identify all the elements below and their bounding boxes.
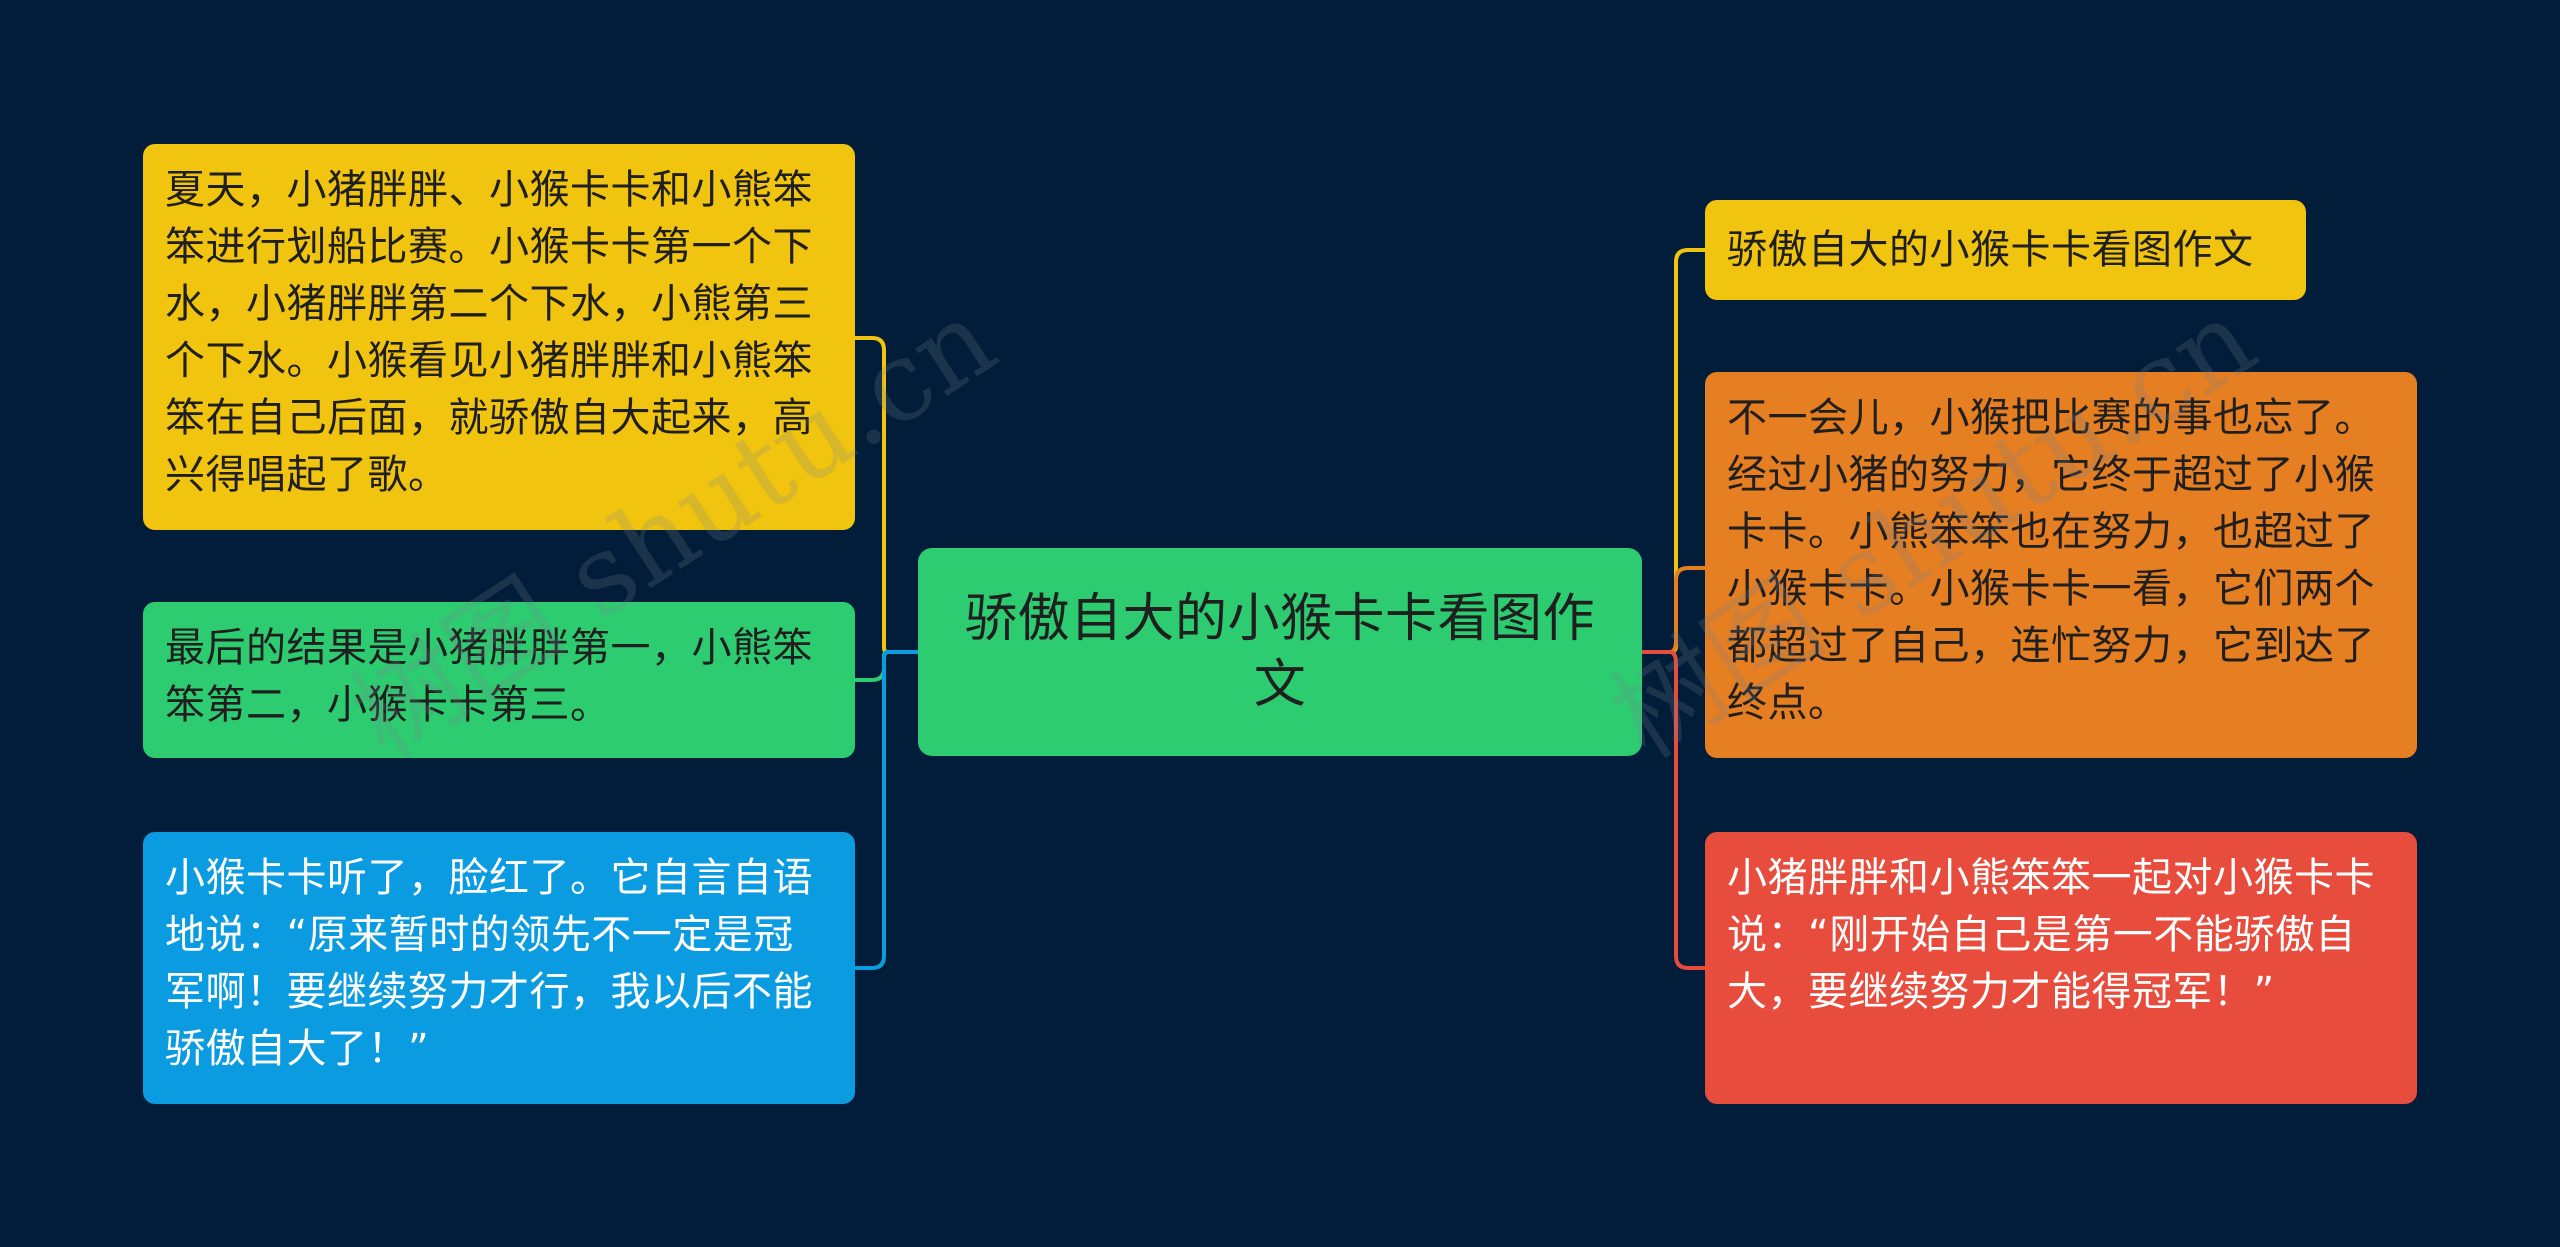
connector-left-2 <box>855 650 918 682</box>
root-topic-label: 骄傲自大的小猴卡卡看图作文 <box>964 589 1595 715</box>
connector-left-1 <box>855 336 918 654</box>
topic-right-3[interactable]: 小猪胖胖和小熊笨笨一起对小猴卡卡说：“刚开始自己是第一不能骄傲自大，要继续努力才… <box>1705 832 2417 1104</box>
connector-right-3 <box>1642 650 1705 970</box>
topic-left-2[interactable]: 最后的结果是小猪胖胖第一，小熊笨笨第二，小猴卡卡第三。 <box>143 602 855 758</box>
topic-right-3-label: 小猪胖胖和小熊笨笨一起对小猴卡卡说：“刚开始自己是第一不能骄傲自大，要继续努力才… <box>1727 855 2375 1015</box>
topic-left-3[interactable]: 小猴卡卡听了，脸红了。它自言自语地说：“原来暂时的领先不一定是冠军啊！要继续努力… <box>143 832 855 1104</box>
connector-right-1 <box>1642 248 1705 654</box>
topic-left-1-label: 夏天，小猪胖胖、小猴卡卡和小熊笨笨进行划船比赛。小猴卡卡第一个下水，小猪胖胖第二… <box>165 167 813 498</box>
topic-left-2-label: 最后的结果是小猪胖胖第一，小熊笨笨第二，小猴卡卡第三。 <box>165 625 813 728</box>
topic-right-1[interactable]: 骄傲自大的小猴卡卡看图作文 <box>1705 200 2306 300</box>
topic-right-2-label: 不一会儿，小猴把比赛的事也忘了。经过小猪的努力，它终于超过了小猴卡卡。小熊笨笨也… <box>1727 395 2375 726</box>
topic-left-1[interactable]: 夏天，小猪胖胖、小猴卡卡和小熊笨笨进行划船比赛。小猴卡卡第一个下水，小猪胖胖第二… <box>143 144 855 530</box>
topic-right-2[interactable]: 不一会儿，小猴把比赛的事也忘了。经过小猪的努力，它终于超过了小猴卡卡。小熊笨笨也… <box>1705 372 2417 758</box>
root-topic[interactable]: 骄傲自大的小猴卡卡看图作文 <box>918 548 1642 756</box>
connector-right-2 <box>1642 566 1705 654</box>
topic-left-3-label: 小猴卡卡听了，脸红了。它自言自语地说：“原来暂时的领先不一定是冠军啊！要继续努力… <box>165 855 813 1072</box>
topic-right-1-label: 骄傲自大的小猴卡卡看图作文 <box>1727 226 2254 273</box>
connector-left-3 <box>855 650 918 970</box>
